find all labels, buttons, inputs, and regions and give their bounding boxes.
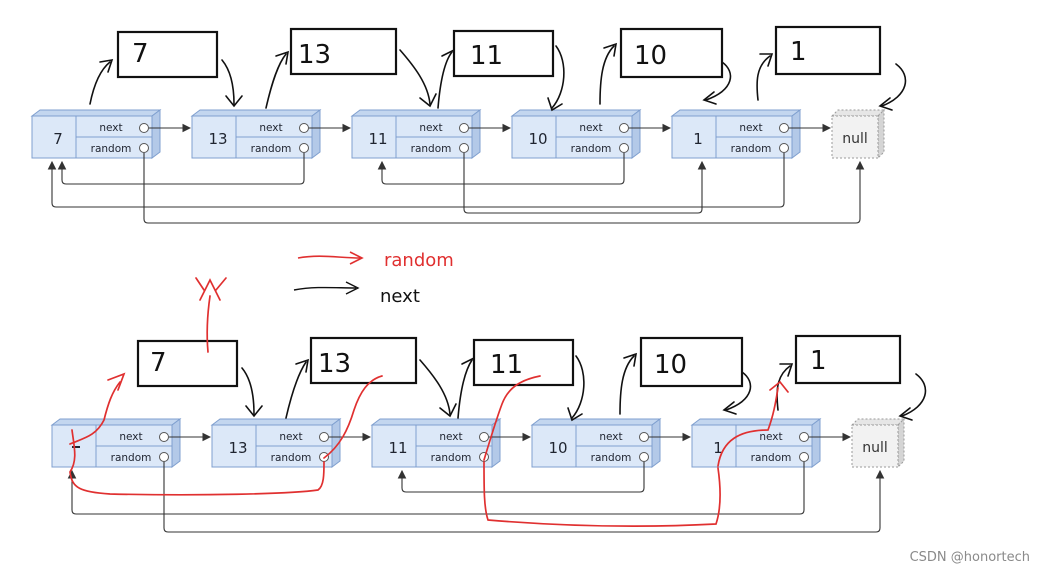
next-field-label: next [119, 431, 142, 443]
bottom-random-arrows [67, 462, 885, 533]
red-random-links [69, 277, 789, 527]
legend-next-label: next [380, 286, 420, 307]
random-field-label: random [751, 452, 792, 464]
node-value: 11 [368, 130, 387, 148]
random-field-label: random [571, 143, 612, 155]
random-field-label: random [411, 143, 452, 155]
random-field-label: random [431, 452, 472, 464]
next-field-label: next [439, 431, 462, 443]
legend-random-label: random [384, 250, 454, 271]
next-field-label: next [759, 431, 782, 443]
bottom-node: 11 next random [370, 418, 502, 468]
copy-node-value: 11 [490, 350, 523, 380]
node-value: 13 [208, 130, 227, 148]
top-node: 10 next random [510, 109, 642, 159]
next-field-label: next [739, 122, 762, 134]
bottom-copy-boxes: 7 13 11 10 1 [136, 334, 902, 388]
random-field-label: random [91, 143, 132, 155]
copy-node-value: 10 [634, 41, 667, 71]
copy-node-value: 1 [810, 346, 827, 376]
copy-node-value: 10 [654, 350, 687, 380]
bottom-node: 1 next random [690, 418, 822, 468]
node-value: 1 [693, 130, 703, 148]
null-label: null [862, 440, 888, 456]
next-field-label: next [99, 122, 122, 134]
bottom-list: next random 13 next random 11 next rando [50, 277, 927, 533]
node-value: 13 [228, 439, 247, 457]
random-field-label: random [731, 143, 772, 155]
top-node: 11 next random [350, 109, 482, 159]
bottom-null-node: null [850, 417, 906, 469]
copy-node-value: 7 [150, 348, 167, 378]
legend: random next [293, 250, 454, 307]
node-value: 1 [713, 439, 723, 457]
node-value: 10 [548, 439, 567, 457]
random-field-label: random [591, 452, 632, 464]
top-node: 7 next random [30, 109, 162, 159]
top-copy-boxes: 7 13 11 10 1 [116, 25, 882, 79]
top-node: 1 next random [670, 109, 802, 159]
bottom-hand-arrows [241, 352, 927, 422]
null-label: null [842, 131, 868, 147]
next-field-label: next [579, 122, 602, 134]
node-value: 7 [53, 130, 63, 148]
next-field-label: next [259, 122, 282, 134]
next-field-label: next [419, 122, 442, 134]
random-field-label: random [271, 452, 312, 464]
top-hand-arrows [89, 42, 907, 112]
copy-node-value: 1 [790, 37, 807, 67]
copy-node-value: 7 [132, 39, 149, 69]
next-field-label: next [599, 431, 622, 443]
copy-node-value: 13 [318, 349, 351, 379]
bottom-node: 13 next random [210, 418, 342, 468]
top-null-node: null [830, 108, 886, 160]
top-random-arrows [47, 153, 865, 224]
node-value: 11 [388, 439, 407, 457]
random-field-label: random [111, 452, 152, 464]
next-field-label: next [279, 431, 302, 443]
watermark: CSDN @honortech [910, 550, 1030, 565]
top-list: 7 next random 13 next random 11 [30, 25, 907, 224]
copy-node-value: 13 [298, 40, 331, 70]
node-value: 10 [528, 130, 547, 148]
random-field-label: random [251, 143, 292, 155]
bottom-node: 10 next random [530, 418, 662, 468]
top-node: 13 next random [190, 109, 322, 159]
copy-node-value: 11 [470, 41, 503, 71]
